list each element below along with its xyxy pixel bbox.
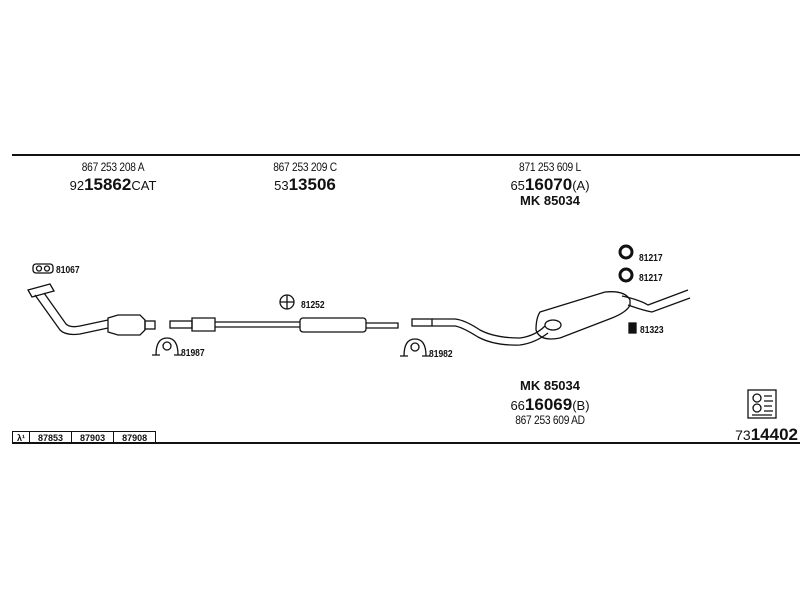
rubber-buffer-icon: [628, 322, 637, 334]
part-main: 16069: [524, 395, 573, 414]
gasket-icon: [32, 263, 54, 274]
rear-pipe-muffler: [411, 289, 691, 346]
rubber-mount-icon: [279, 294, 295, 310]
oe-number-rear: 871 253 609 L: [519, 160, 581, 174]
part-suffix: (A): [572, 178, 590, 193]
mk-number-rear: MK 85034: [520, 193, 580, 208]
part-prefix: 66: [510, 398, 525, 413]
label-gasket: 81067: [56, 265, 80, 276]
part-main: 16070: [524, 175, 573, 194]
part-prefix: 65: [510, 178, 525, 193]
label-mount-1: 81252: [301, 300, 325, 311]
lambda-value: 87903: [72, 432, 115, 444]
label-ring-2: 81217: [639, 273, 663, 284]
front-pipe-catalyst: [27, 283, 156, 336]
oe-number-middle: 867 253 209 C: [273, 160, 337, 174]
part-suffix: CAT: [131, 178, 157, 193]
sealing-ring-icon: [618, 244, 634, 260]
part-prefix: 73: [735, 427, 751, 443]
label-mount-2: 81323: [640, 325, 664, 336]
part-number-lower: 6616069(B): [510, 395, 589, 415]
part-number-front: 9215862CAT: [70, 175, 157, 195]
part-number-rear: 6516070(A): [510, 175, 589, 195]
part-prefix: 53: [274, 178, 289, 193]
clamp-icon: [400, 338, 430, 357]
lambda-value: 87853: [30, 432, 73, 444]
part-main: 15862: [84, 175, 132, 194]
lambda-symbol: λ¹: [13, 432, 31, 444]
part-suffix: (B): [572, 398, 590, 413]
mounting-kit-icon: [747, 389, 777, 419]
mk-number-lower: MK 85034: [520, 378, 580, 393]
mounting-kit-number: 7314402: [735, 425, 798, 445]
sealing-ring-icon: [618, 267, 634, 283]
clamp-icon: [152, 337, 182, 356]
middle-pipe-silencer: [169, 317, 399, 333]
oe-number-lower: 867 253 609 AD: [515, 413, 585, 427]
top-rule: [12, 154, 800, 156]
part-prefix: 92: [69, 178, 85, 193]
lambda-sensor-table: λ¹ 87853 87903 87908: [12, 431, 157, 444]
label-clamp-2: 81982: [429, 349, 453, 360]
part-number-middle: 5313506: [274, 175, 336, 195]
oe-number-front: 867 253 208 A: [81, 160, 145, 174]
lambda-value: 87908: [122, 433, 148, 443]
label-ring-1: 81217: [639, 253, 663, 264]
label-clamp-1: 81987: [181, 348, 205, 359]
bottom-rule: [12, 442, 800, 444]
part-main: 14402: [750, 425, 798, 444]
part-main: 13506: [288, 175, 336, 194]
